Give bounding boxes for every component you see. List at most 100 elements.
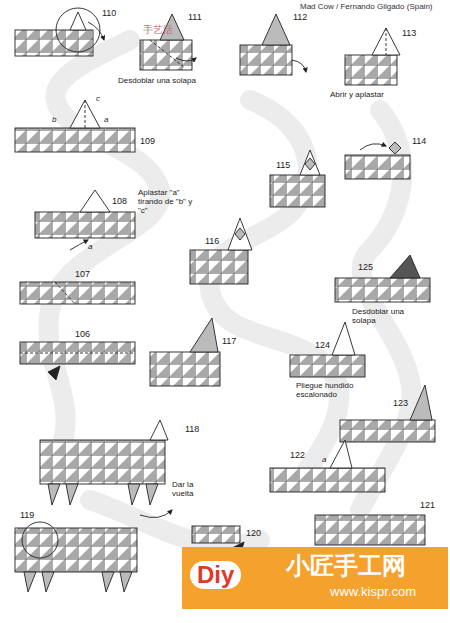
valley-fold-line xyxy=(55,282,75,304)
folded-model xyxy=(192,526,240,543)
fold-line xyxy=(85,100,86,128)
fold-line xyxy=(386,28,387,55)
step-figure xyxy=(40,420,172,518)
step-number: 121 xyxy=(420,500,435,510)
step-figure xyxy=(15,100,135,152)
valley-fold-line xyxy=(150,40,185,68)
step-figure xyxy=(335,255,430,302)
step-number: 116 xyxy=(205,236,219,246)
step-figure xyxy=(315,515,425,545)
fold-arrow xyxy=(88,22,104,40)
step-figure xyxy=(190,218,252,284)
push-arrowhead xyxy=(48,366,60,380)
step-figure xyxy=(20,282,135,304)
point-letter: a xyxy=(104,115,108,124)
step-number: 117 xyxy=(222,336,236,346)
step-figure xyxy=(290,322,365,377)
cow-leg xyxy=(128,484,140,505)
point-letter: b xyxy=(52,115,56,124)
folded-model xyxy=(345,55,397,85)
step-number: 114 xyxy=(412,136,426,146)
swoosh-path xyxy=(48,40,160,450)
step-number: 123 xyxy=(393,398,408,408)
point-letter: a xyxy=(322,455,326,464)
step-number: 110 xyxy=(102,8,116,18)
folded-strip xyxy=(20,282,135,304)
flap xyxy=(70,12,86,30)
logo-text: Diy xyxy=(190,561,241,589)
step-figure xyxy=(15,8,104,56)
cow-leg xyxy=(48,484,60,505)
step-number: 112 xyxy=(293,12,307,22)
flap xyxy=(228,218,252,250)
pull-arrow xyxy=(70,240,88,250)
folded-model xyxy=(150,352,220,386)
step-figure xyxy=(270,150,325,207)
cow-leg xyxy=(66,484,78,505)
fold-arrow xyxy=(176,58,196,61)
valley-fold-line xyxy=(20,353,135,354)
flap-diamond xyxy=(305,158,315,170)
folded-strip xyxy=(290,355,365,377)
turn-over-arrow xyxy=(140,510,172,518)
folded-strip xyxy=(335,278,430,302)
folded-strip xyxy=(345,155,410,179)
step-figure xyxy=(35,190,135,250)
instruction-caption: Dar la vuelta xyxy=(172,480,214,498)
step-number: 107 xyxy=(75,269,90,279)
folded-model xyxy=(140,40,192,70)
cow-leg xyxy=(42,572,54,592)
fold-arrow xyxy=(292,60,306,72)
instruction-caption: Abrir y aplastar xyxy=(330,90,430,99)
step-figure xyxy=(15,522,137,592)
folded-strip xyxy=(270,468,385,492)
step-number: 125 xyxy=(358,262,373,272)
flap-diamond xyxy=(235,228,245,240)
cow-body xyxy=(15,528,137,572)
flap xyxy=(190,318,218,352)
point-letter: a xyxy=(88,242,92,251)
step-figure xyxy=(340,385,435,442)
step-number: 115 xyxy=(276,160,290,170)
cow-leg xyxy=(24,572,36,592)
site-name: 小匠手工网 xyxy=(286,552,406,580)
flap xyxy=(372,28,400,55)
instruction-caption: Desdoblar una solapa xyxy=(118,76,218,85)
folded-strip xyxy=(340,420,435,442)
folded-strip xyxy=(35,212,135,238)
step-number: 113 xyxy=(402,28,416,38)
step-number: 118 xyxy=(185,424,199,434)
step-number: 106 xyxy=(75,329,90,339)
instruction-caption: Aplastar "a" tirando de "b" y "c" xyxy=(138,188,202,216)
step-figure xyxy=(150,318,220,386)
step-figure xyxy=(140,14,196,70)
cow-leg xyxy=(146,484,158,505)
flap-diamond xyxy=(389,142,401,154)
point-letter: c xyxy=(96,94,100,103)
watermark-band: Diy小匠手工网www.kispr.com xyxy=(182,547,448,609)
folded-strip xyxy=(15,128,135,152)
cow-head xyxy=(150,420,168,440)
flap xyxy=(410,385,432,420)
step-number: 120 xyxy=(246,528,261,538)
flap xyxy=(70,100,100,128)
instruction-caption: Desdoblar una solapa xyxy=(352,307,424,325)
folded-model xyxy=(315,515,425,545)
step-number: 111 xyxy=(188,12,202,22)
flap xyxy=(332,322,355,355)
instruction-caption: Pliegue hundido escalonado xyxy=(296,381,396,399)
cow-leg xyxy=(102,572,114,592)
cow-leg xyxy=(120,572,132,592)
step-figure xyxy=(20,342,135,380)
step-figure xyxy=(345,142,410,179)
flap xyxy=(390,255,420,278)
instruction-caption: 手艺活 xyxy=(143,24,173,36)
flap xyxy=(262,14,290,45)
folded-model xyxy=(240,45,292,75)
flap xyxy=(80,190,110,212)
flap xyxy=(300,150,320,175)
detail-circle xyxy=(22,522,58,558)
page-header: Mad Cow / Fernando Gilgado (Spain) xyxy=(300,2,433,11)
folded-model xyxy=(190,250,248,284)
